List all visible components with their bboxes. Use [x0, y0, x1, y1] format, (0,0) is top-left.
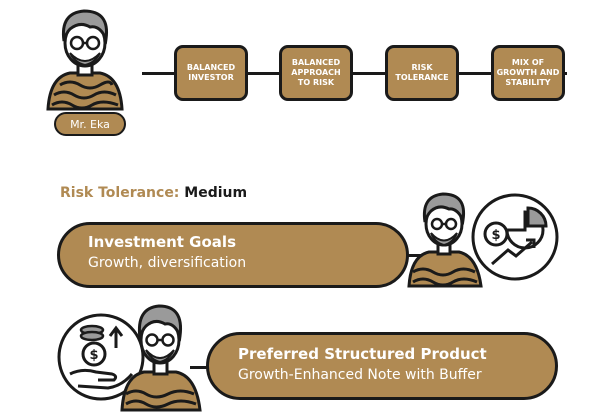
- flow-step-label: BALANCED APPROACH TO RISK: [291, 58, 341, 87]
- currency-symbol: $: [491, 228, 500, 243]
- flow-step-label: MIX OF GROWTH AND STABILITY: [496, 58, 560, 87]
- coins-in-hand-icon: $: [57, 313, 145, 401]
- preferred-product-title: Preferred Structured Product: [238, 345, 487, 363]
- flow-step-label: BALANCED INVESTOR: [186, 63, 236, 82]
- avatar-top: [46, 9, 124, 111]
- avatar-product: [120, 304, 202, 412]
- currency-symbol: $: [89, 348, 98, 363]
- product-connector: [190, 366, 212, 369]
- risk-tolerance-value: Medium: [184, 185, 248, 201]
- flow-step-balanced-approach: BALANCED APPROACH TO RISK: [279, 45, 353, 101]
- growth-chart-coin-icon: $: [471, 193, 559, 281]
- risk-tolerance-line: Risk Tolerance: Medium: [60, 185, 247, 201]
- investment-goals-subtitle: Growth, diversification: [88, 255, 247, 271]
- flow-step-balanced-investor: BALANCED INVESTOR: [174, 45, 248, 101]
- flow-connector-line: [142, 72, 567, 75]
- avatar-goals: [407, 192, 483, 288]
- flow-step-growth-stability: MIX OF GROWTH AND STABILITY: [491, 45, 565, 101]
- risk-tolerance-label: Risk Tolerance:: [60, 185, 180, 201]
- flow-step-label: RISK TOLERANCE: [395, 63, 449, 82]
- preferred-product-subtitle: Growth-Enhanced Note with Buffer: [238, 367, 482, 383]
- flow-step-risk-tolerance: RISK TOLERANCE: [385, 45, 459, 101]
- investment-goals-title: Investment Goals: [88, 233, 236, 251]
- preferred-product-pill: [206, 332, 558, 400]
- persona-name-tag: Mr. Eka: [54, 112, 126, 136]
